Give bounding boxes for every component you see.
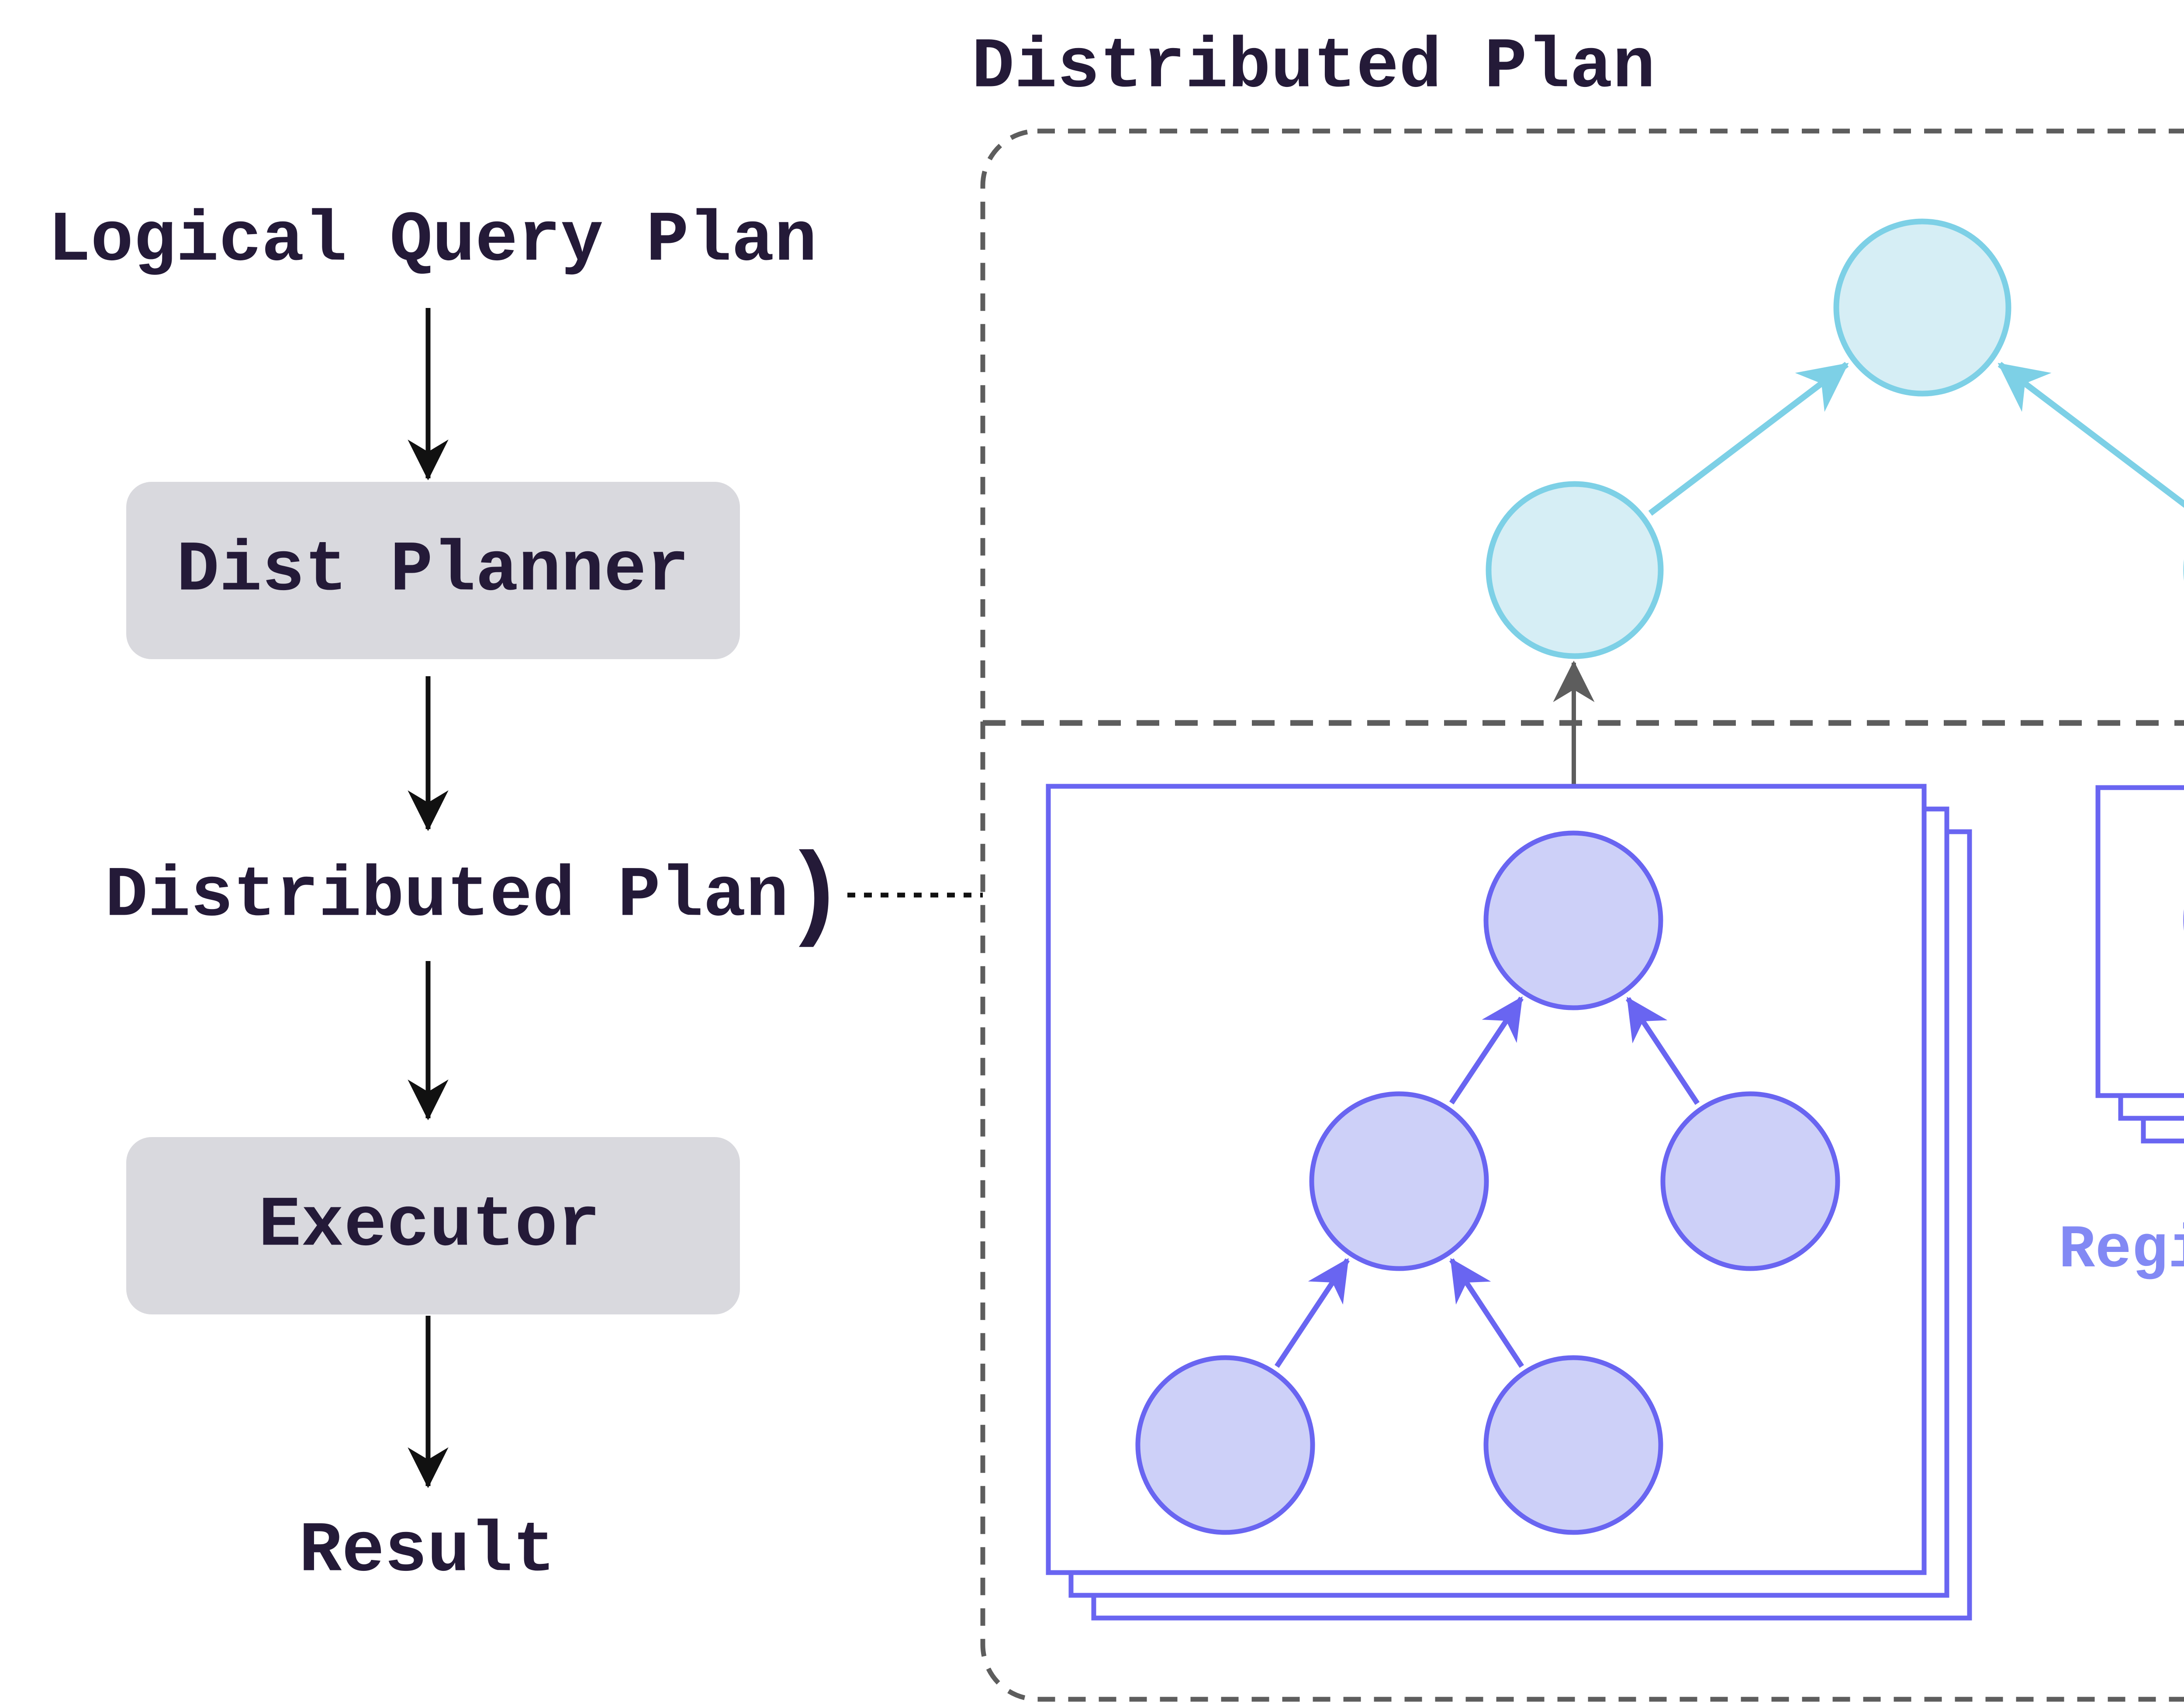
frontend-left-node	[1486, 481, 1664, 659]
purple-arrow-botright-to-midleft	[1449, 1258, 1524, 1368]
purple-arrow-midright-to-top	[1625, 996, 1700, 1105]
datanode-tree-midright-node	[1660, 1091, 1840, 1271]
executor-label: Executor	[259, 1186, 601, 1266]
frontend-root-node	[1833, 218, 2011, 397]
executor-box	[126, 1137, 740, 1314]
distributed-plan-title: Distributed Plan	[971, 27, 1655, 108]
datanode-tree-midleft-node	[1309, 1091, 1489, 1271]
distributed-plan-dashed-box	[980, 128, 2184, 1702]
dist-planner-box	[126, 482, 740, 659]
dist-planner-label: Dist Planner	[176, 530, 689, 611]
purple-arrow-botleft-to-midleft	[1275, 1258, 1350, 1368]
datanode-tree-botleft-node	[1135, 1355, 1315, 1535]
datanode-tree-botright-node	[1483, 1355, 1663, 1535]
right-region-page-1	[2095, 785, 2184, 1098]
purple-arrow-midleft-to-top	[1449, 996, 1524, 1105]
datanode-tree-top-node	[1483, 830, 1663, 1010]
regions-label: Regions	[2059, 1216, 2184, 1285]
cyan-arrow-left-to-root	[1648, 362, 1849, 516]
plan-bracket-glyph: )	[783, 838, 846, 957]
distributed-plan-label: Distributed Plan	[105, 856, 788, 937]
logical-query-plan-label: Logical Query Plan	[48, 201, 817, 281]
cyan-arrow-right-to-root	[1997, 362, 2184, 508]
result-label: Result	[299, 1511, 556, 1592]
